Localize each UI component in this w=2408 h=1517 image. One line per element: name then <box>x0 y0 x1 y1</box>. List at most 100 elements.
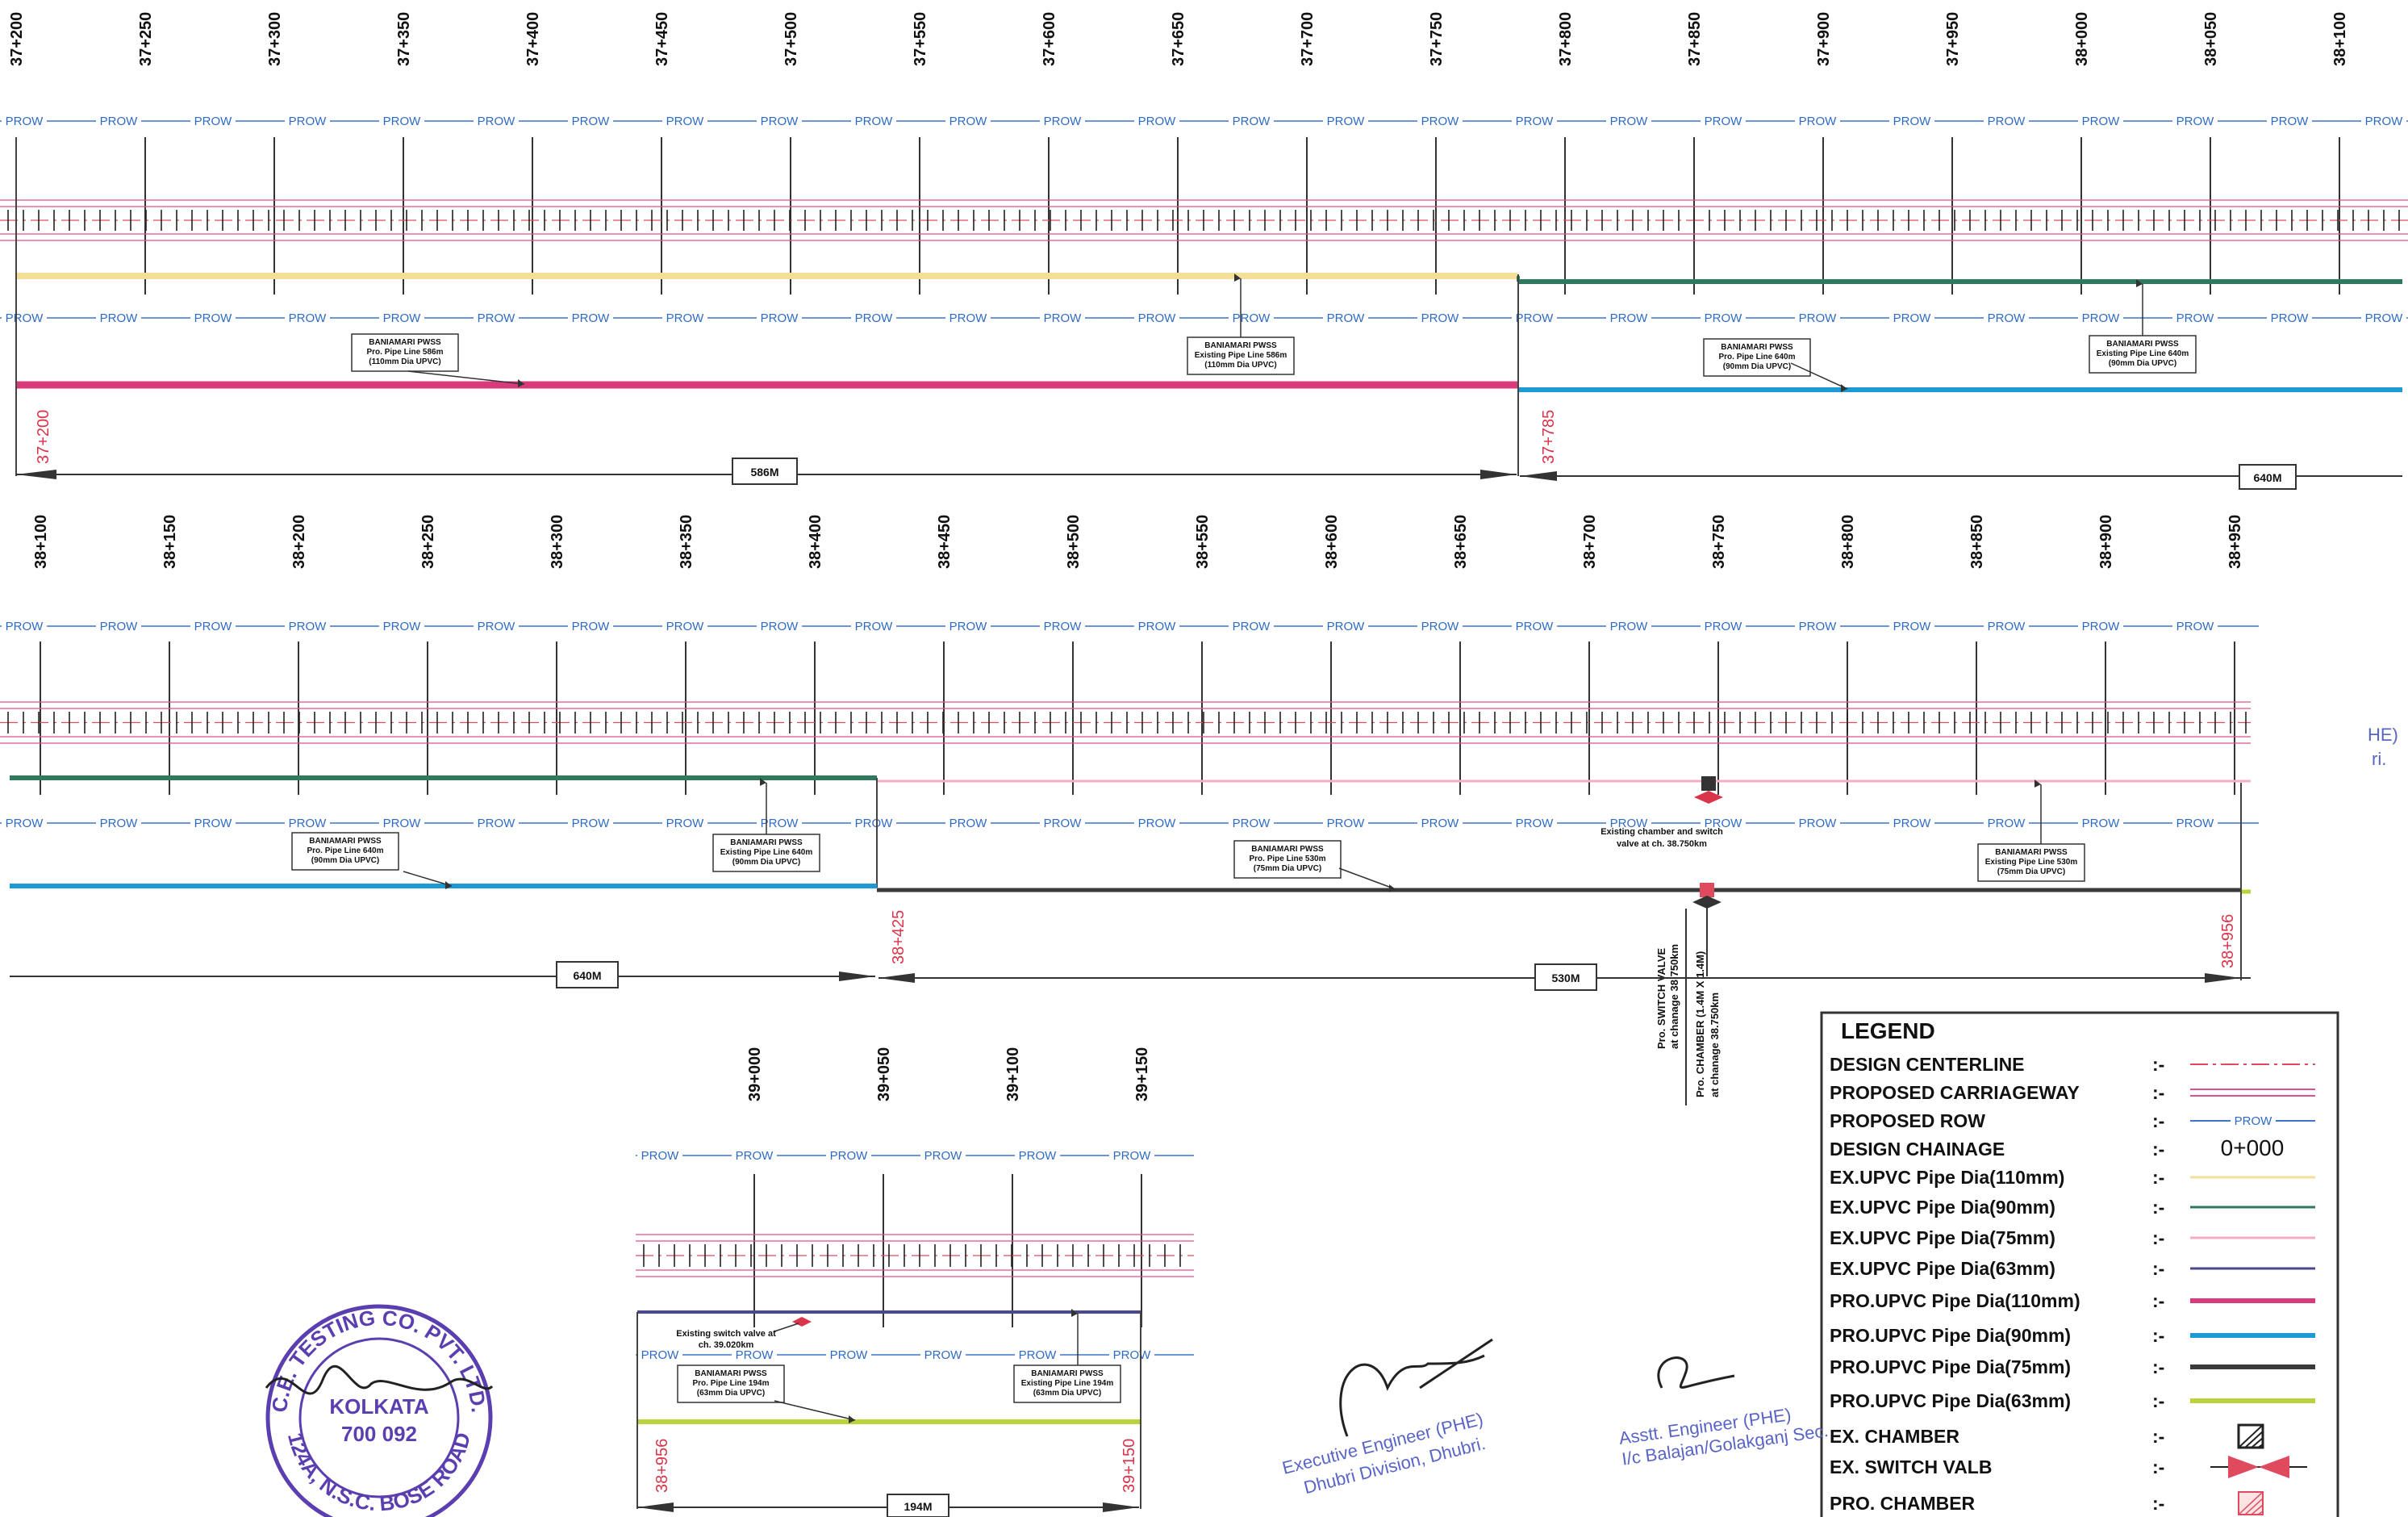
prow-label: PROW <box>478 115 516 128</box>
legend-item-label: PRO.UPVC Pipe Dia(110mm) <box>1830 1290 2080 1311</box>
prow-label-bg <box>851 618 896 634</box>
legend-item-label: EX.UPVC Pipe Dia(90mm) <box>1830 1197 2055 1218</box>
prow-label-bg <box>379 815 424 831</box>
prow-label-bg <box>1229 310 1274 326</box>
prow-label-bg <box>2078 815 2123 831</box>
legend-sample-hatch <box>2257 1511 2264 1515</box>
prow-label-bg <box>2 310 47 326</box>
prow-label-bg <box>945 618 991 634</box>
chainage-label: 38+100 <box>32 515 50 569</box>
dimension-box <box>732 458 798 485</box>
prow-label: PROW <box>2082 311 2121 325</box>
legend-separator: :- <box>2152 1167 2164 1188</box>
prow-label-bg <box>662 113 707 129</box>
prow-label: PROW <box>2082 817 2121 830</box>
pipe-note-leader <box>774 1400 856 1421</box>
pipe-note-text: (90mm Dia UPVC) <box>311 856 379 865</box>
pipe-note-leader <box>403 871 453 887</box>
pro-chamber-note: at chanage 38.750km <box>1709 993 1721 1097</box>
pipe-note-leader <box>407 370 525 385</box>
prow-label: PROW <box>761 115 799 128</box>
prow-label-bg <box>757 113 802 129</box>
prow-label: PROW <box>1516 620 1555 633</box>
prow-label: PROW <box>1233 115 1271 128</box>
prow-label-bg <box>662 618 707 634</box>
prow-label: PROW <box>924 1348 963 1362</box>
legend-item-label: EX.UPVC Pipe Dia(75mm) <box>1830 1227 2055 1248</box>
dimension-label: 640M <box>2253 471 2281 484</box>
prow-label-bg <box>1134 815 1179 831</box>
prow-label-bg <box>826 1147 871 1164</box>
arrow-head <box>16 470 56 479</box>
prow-label: PROW <box>2082 115 2121 128</box>
prow-label-bg <box>1606 618 1651 634</box>
legend-sample-row-bg <box>2231 1113 2276 1129</box>
signature <box>1339 1338 1493 1437</box>
switch-valve-note: at chanage 38.750km <box>1668 944 1680 1049</box>
prow-label-bg <box>2267 310 2312 326</box>
legend-title: LEGEND <box>1841 1018 1935 1043</box>
prow-label-bg <box>945 113 991 129</box>
pipe-note-box <box>1977 843 2085 882</box>
prow-label-bg <box>1512 310 1557 326</box>
legend-item-label: EX.UPVC Pipe Dia(110mm) <box>1830 1167 2064 1188</box>
prow-label-bg <box>1606 310 1651 326</box>
prow-label: PROW <box>761 311 799 325</box>
prow-label: PROW <box>1799 817 1838 830</box>
prow-label-bg <box>2172 113 2218 129</box>
prow-label-bg <box>1417 815 1463 831</box>
legend-separator: :- <box>2152 1227 2164 1248</box>
prow-label: PROW <box>1421 817 1460 830</box>
chainage-label: 37+900 <box>1815 12 1833 66</box>
prow-label-bg <box>1795 113 1840 129</box>
legend-item-label: EX.UPVC Pipe Dia(63mm) <box>1830 1258 2055 1279</box>
prow-label: PROW <box>289 115 328 128</box>
prow-label: PROW <box>641 1149 680 1163</box>
chainage-label: 37+450 <box>653 12 671 66</box>
pipe-note-text: Existing Pipe Line 194m <box>1021 1379 1114 1388</box>
prow-label-bg <box>1606 113 1651 129</box>
prow-label: PROW <box>949 817 988 830</box>
prow-label-bg <box>568 815 613 831</box>
prow-label: PROW <box>1113 1149 1152 1163</box>
prow-label: PROW <box>1327 311 1366 325</box>
prow-label-bg <box>945 310 991 326</box>
strip-2-road <box>0 701 2251 744</box>
pipe-note-text: BANIAMARI PWSS <box>1721 343 1793 352</box>
switch-valve-icon <box>1692 896 1707 909</box>
legend-sample-valve <box>2259 1456 2289 1478</box>
prow-label: PROW <box>1705 311 1743 325</box>
prow-label: PROW <box>2365 311 2404 325</box>
chainage-label: 38+950 <box>2226 515 2244 569</box>
pipe-note-box <box>1233 840 1342 879</box>
legend-sample-chainage: 0+000 <box>2221 1135 2285 1160</box>
prow-label: PROW <box>830 1348 869 1362</box>
prow-label: PROW <box>1233 311 1271 325</box>
prow-label: PROW <box>666 115 705 128</box>
pipe-note-arrow <box>1071 1309 1078 1317</box>
pipe-note-text: Pro. Pipe Line 640m <box>1718 353 1795 361</box>
chainage-label: 37+250 <box>137 12 155 66</box>
prow-label-bg <box>568 310 613 326</box>
prow-label-bg <box>1701 618 1746 634</box>
pipe-note-text: Existing Pipe Line 640m <box>720 848 813 857</box>
prow-label: PROW <box>1988 620 2026 633</box>
prow-label: PROW <box>194 311 233 325</box>
prow-label: PROW <box>6 311 44 325</box>
chainage-label: 37+700 <box>1299 12 1317 66</box>
prow-label: PROW <box>2365 115 2404 128</box>
pipe-note-box <box>1187 336 1295 375</box>
prow-label: PROW <box>1516 115 1555 128</box>
prow-label-bg <box>190 113 236 129</box>
prow-label-bg <box>2 815 47 831</box>
prow-label-bg <box>1015 1347 1060 1363</box>
chainage-label: 37+300 <box>266 12 284 66</box>
prow-label-bg <box>379 113 424 129</box>
prow-label-bg <box>757 815 802 831</box>
pipe-note-text: BANIAMARI PWSS <box>1251 845 1324 854</box>
pipe-note-text: Existing Pipe Line 640m <box>2097 349 2189 358</box>
prow-label: PROW <box>666 311 705 325</box>
prow-label-bg <box>2361 113 2406 129</box>
